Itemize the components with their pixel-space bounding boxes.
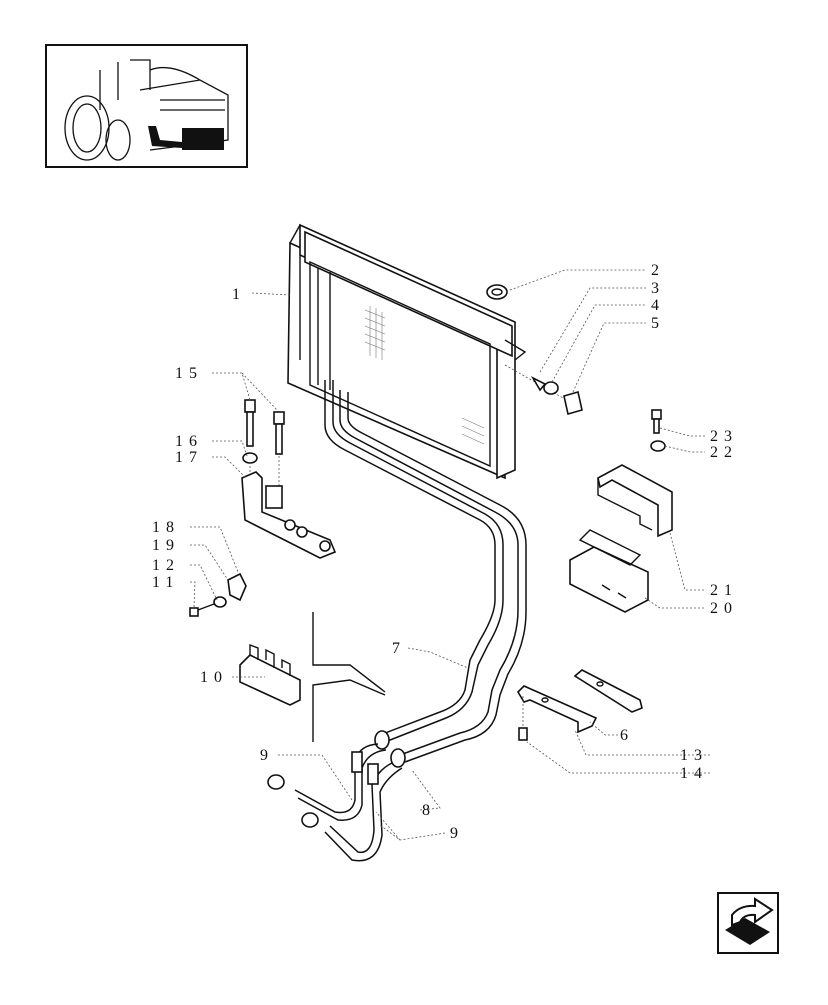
strap-bracket-6 bbox=[573, 669, 643, 713]
callout-20: 20 bbox=[710, 600, 738, 617]
oil-cooler-radiator bbox=[287, 223, 527, 480]
callout-17: 17 bbox=[175, 449, 203, 466]
callout-labels: 1 2 3 4 5 23 22 21 20 15 16 17 18 19 12 … bbox=[152, 262, 738, 842]
hose-clamp bbox=[486, 284, 508, 300]
callout-9-lower: 9 bbox=[450, 825, 464, 842]
callout-4: 4 bbox=[651, 297, 665, 314]
callout-5: 5 bbox=[651, 315, 665, 332]
bolt-14 bbox=[518, 696, 528, 741]
callout-23: 23 bbox=[710, 428, 738, 445]
hose-holder-block bbox=[239, 643, 301, 706]
support-bolts bbox=[242, 399, 285, 490]
callout-13: 13 bbox=[680, 747, 708, 764]
pipe-support-block bbox=[241, 471, 337, 559]
callout-12: 12 bbox=[152, 557, 180, 574]
hose-fittings bbox=[267, 730, 406, 862]
next-page-arrow-icon[interactable] bbox=[717, 892, 779, 954]
reference-lines bbox=[312, 612, 386, 742]
callout-19: 19 bbox=[152, 537, 180, 554]
callout-22: 22 bbox=[710, 444, 738, 461]
mounting-bracket-21 bbox=[597, 464, 673, 538]
callout-1: 1 bbox=[232, 286, 246, 303]
callout-10: 10 bbox=[200, 669, 228, 686]
leader-lines bbox=[190, 269, 710, 841]
callout-8: 8 bbox=[422, 802, 436, 819]
callout-21: 21 bbox=[710, 582, 738, 599]
clip-assembly bbox=[189, 572, 247, 617]
callout-11: 11 bbox=[152, 574, 179, 591]
tractor-location-thumbnail-icon[interactable] bbox=[45, 44, 248, 168]
cooler-pipes bbox=[324, 380, 527, 763]
bolt-and-nut bbox=[650, 409, 666, 452]
callout-14: 14 bbox=[680, 765, 708, 782]
callout-3: 3 bbox=[651, 280, 665, 297]
callout-15: 15 bbox=[175, 365, 203, 382]
callout-18: 18 bbox=[152, 519, 180, 536]
mounting-bracket-20 bbox=[569, 529, 649, 613]
callout-7: 7 bbox=[392, 640, 406, 657]
callout-2: 2 bbox=[651, 262, 665, 279]
callout-9-upper: 9 bbox=[260, 747, 274, 764]
callout-6: 6 bbox=[620, 727, 634, 744]
callout-16: 16 bbox=[175, 433, 203, 450]
bolt-washer-set bbox=[504, 364, 583, 416]
strap-bracket-13 bbox=[516, 685, 598, 734]
